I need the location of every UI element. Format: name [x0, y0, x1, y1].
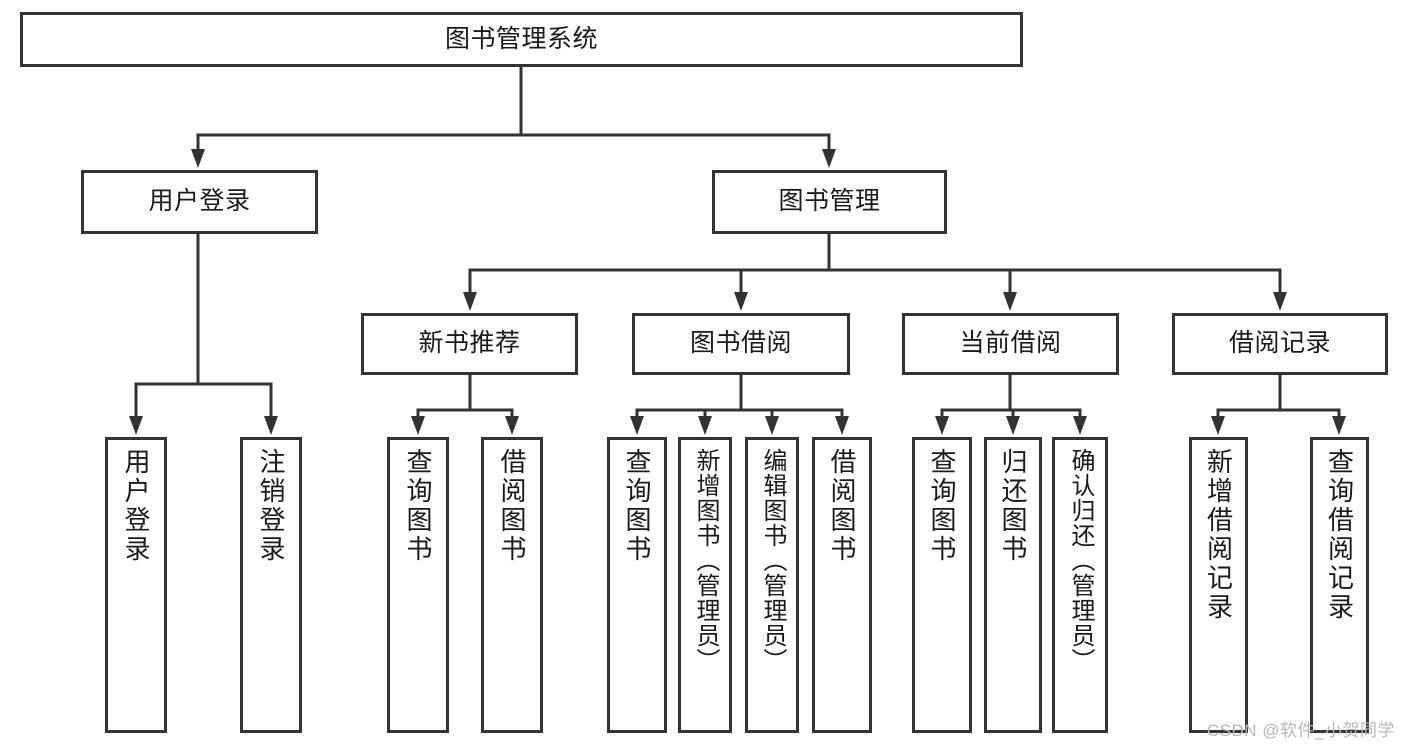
node-level2-1-label: 新书推荐 — [418, 329, 521, 358]
arrow-new-book-rec-icon — [463, 292, 477, 311]
node-leaf-13[interactable]: 查询借阅记录 — [1310, 437, 1369, 733]
arrow-nb-c2-icon — [505, 416, 519, 435]
node-root-label: 图书管理系统 — [444, 24, 598, 53]
node-leaf-12[interactable]: 新增借阅记录 — [1189, 437, 1248, 733]
node-level2-4[interactable]: 借阅记录 — [1172, 313, 1388, 375]
node-level2-4-label: 借阅记录 — [1228, 329, 1331, 358]
node-leaf-3-label: 查询图书 — [403, 448, 433, 564]
watermark: CSDN @软件_小贺同学 — [1206, 721, 1395, 740]
node-leaf-6[interactable]: 新增图书（管理员） — [678, 437, 732, 733]
node-leaf-5[interactable]: 查询图书 — [607, 437, 667, 733]
node-leaf-4[interactable]: 借阅图书 — [481, 437, 543, 733]
arrow-br-c2-icon — [1332, 416, 1346, 435]
node-leaf-11-label: 确认归还（管理员） — [1067, 448, 1094, 673]
node-leaf-7-label: 编辑图书（管理员） — [759, 448, 786, 673]
arrow-cb-c3-icon — [1073, 416, 1087, 435]
node-leaf-2-label: 注销登录 — [256, 448, 286, 564]
node-leaf-10[interactable]: 归还图书 — [984, 437, 1042, 733]
arrow-leaf-logout-icon — [264, 416, 278, 435]
node-leaf-9[interactable]: 查询图书 — [912, 437, 972, 733]
arrow-nb-c1-icon — [411, 416, 425, 435]
arrow-book-borrow-icon — [734, 292, 748, 311]
arrow-bb-c1-icon — [630, 416, 644, 435]
node-leaf-2[interactable]: 注销登录 — [240, 437, 302, 733]
node-level2-2[interactable]: 图书借阅 — [632, 313, 850, 375]
arrow-user-login-icon — [191, 149, 205, 168]
node-leaf-8-label: 借阅图书 — [827, 448, 857, 564]
node-leaf-9-label: 查询图书 — [927, 448, 957, 564]
arrow-book-mgmt-icon — [822, 149, 836, 168]
node-level2-3-label: 当前借阅 — [959, 329, 1062, 358]
arrow-borrow-record-icon — [1273, 292, 1287, 311]
arrow-cb-c2-icon — [1006, 416, 1020, 435]
node-level2-2-label: 图书借阅 — [689, 329, 792, 358]
node-leaf-10-label: 归还图书 — [998, 448, 1028, 564]
arrow-bb-c2-icon — [698, 416, 712, 435]
node-leaf-12-label: 新增借阅记录 — [1203, 448, 1234, 622]
node-leaf-13-label: 查询借阅记录 — [1324, 448, 1355, 622]
node-leaf-6-label: 新增图书（管理员） — [692, 448, 719, 673]
arrow-cb-c1-icon — [935, 416, 949, 435]
arrow-leaf-user-login-icon — [129, 416, 143, 435]
node-leaf-1[interactable]: 用户登录 — [105, 437, 167, 733]
node-leaf-4-label: 借阅图书 — [497, 448, 527, 564]
node-level1-1[interactable]: 用户登录 — [81, 170, 318, 234]
node-leaf-7[interactable]: 编辑图书（管理员） — [745, 437, 799, 733]
node-leaf-5-label: 查询图书 — [622, 448, 652, 564]
node-level2-1[interactable]: 新书推荐 — [361, 313, 578, 375]
node-leaf-11[interactable]: 确认归还（管理员） — [1052, 437, 1108, 733]
arrow-bb-c4-icon — [835, 416, 849, 435]
arrow-current-borrow-icon — [1003, 292, 1017, 311]
node-leaf-1-label: 用户登录 — [121, 448, 151, 564]
node-level1-1-label: 用户登录 — [148, 187, 251, 216]
arrow-br-c1-icon — [1211, 416, 1225, 435]
node-level2-3[interactable]: 当前借阅 — [902, 313, 1119, 375]
arrow-bb-c3-icon — [765, 416, 779, 435]
node-leaf-8[interactable]: 借阅图书 — [812, 437, 872, 733]
node-leaf-3[interactable]: 查询图书 — [387, 437, 449, 733]
node-level1-2-label: 图书管理 — [778, 187, 881, 216]
node-level1-2[interactable]: 图书管理 — [712, 170, 947, 234]
node-root[interactable]: 图书管理系统 — [20, 12, 1023, 67]
